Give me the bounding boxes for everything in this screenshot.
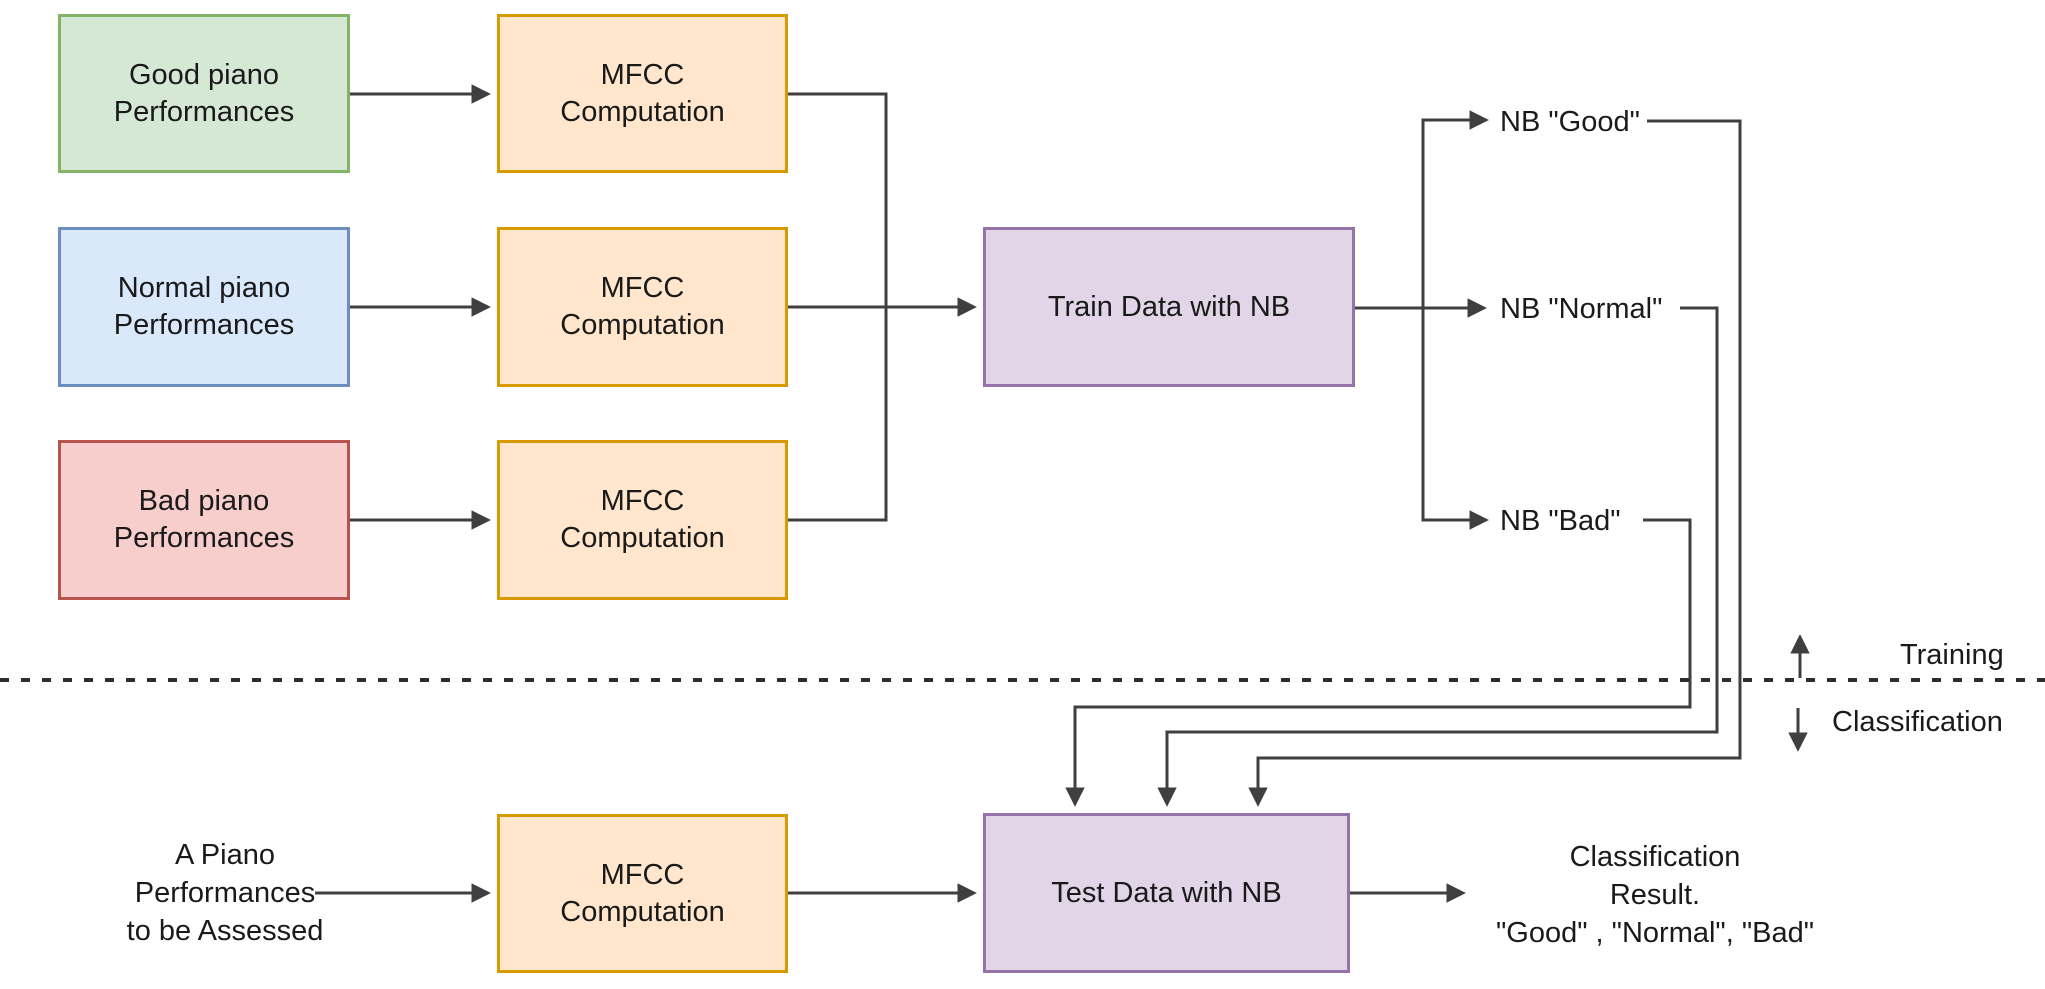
train-data-box: Train Data with NB [983,227,1355,387]
test-data-box: Test Data with NB [983,813,1350,973]
mfcc-computation-box-4: MFCC Computation [497,814,788,973]
good-performances-box: Good piano Performances [58,14,350,173]
mfcc-computation-box-2: MFCC Computation [497,227,788,387]
nb-normal-label: NB "Normal" [1500,293,1663,325]
connector-nb-normal-to-test [1157,306,1719,807]
classification-phase-label: Classification [1832,706,2003,738]
nb-good-label: NB "Good" [1500,106,1640,138]
normal-performances-box: Normal piano Performances [58,227,350,387]
connector-nb-good-to-test [1248,119,1742,807]
training-phase-label: Training [1900,639,2004,671]
bad-performances-box: Bad piano Performances [58,440,350,600]
connector-nb-bad-to-test [1065,518,1692,807]
arrow-train-to-nb-bad [1421,308,1489,530]
assessment-input-label: A Piano Performances to be Assessed [126,839,324,947]
mfcc-computation-box-3: MFCC Computation [497,440,788,600]
connector-mfcc1-merge [788,92,888,307]
nb-bad-label: NB "Bad" [1500,505,1621,537]
mfcc-computation-box-1: MFCC Computation [497,14,788,173]
connector-mfcc3-merge [788,307,888,522]
classification-result-label: Classification Result. "Good" , "Normal"… [1495,841,1815,949]
arrow-train-to-nb-good [1421,110,1489,308]
